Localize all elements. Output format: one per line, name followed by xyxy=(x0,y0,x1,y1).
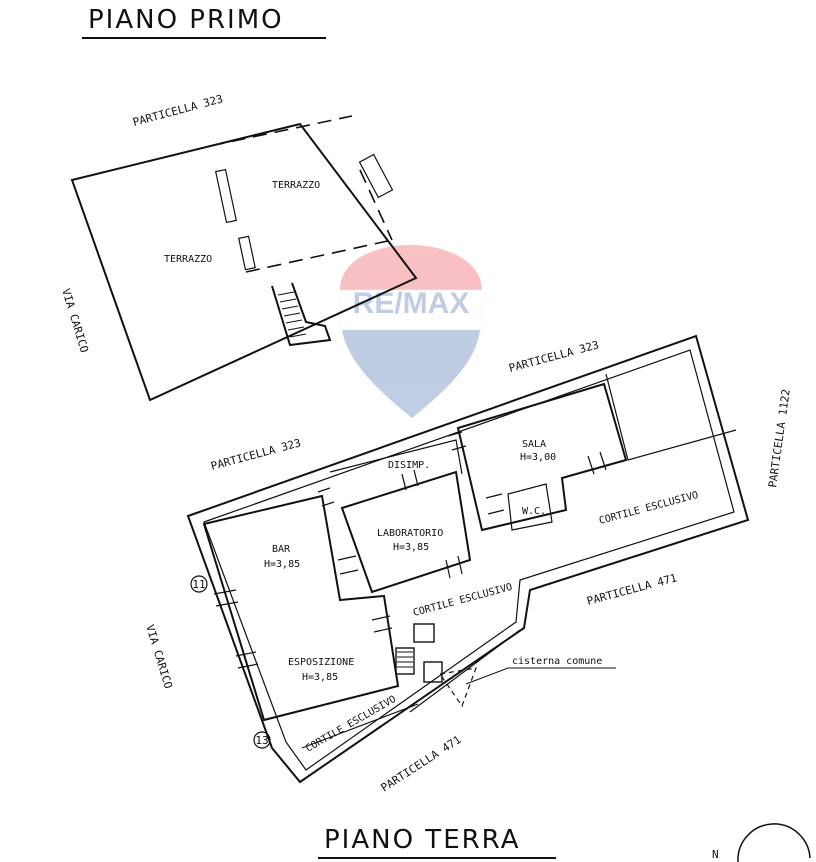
particella-323-lower: PARTICELLA 323 xyxy=(209,436,302,473)
first-floor-via-carico: VIA CARICO xyxy=(59,287,91,354)
cortile-right-label: CORTILE ESCLUSIVO xyxy=(598,490,700,527)
remax-logo-text: RE/MAX xyxy=(353,287,470,320)
ground-floor-stairs xyxy=(395,623,443,683)
room-wc xyxy=(507,483,553,531)
first-floor-outline xyxy=(70,122,418,402)
ground-floor-plan: 11 13 PARTICELLA 323 PARTICELLA 323 PART… xyxy=(143,334,793,795)
room-bar-esposizione xyxy=(202,494,400,722)
laboratorio-height: H=3,85 xyxy=(393,542,429,553)
balloon-blue-band xyxy=(342,330,480,418)
first-floor-title: PIANO PRIMO xyxy=(82,5,326,39)
civic-number-11: 11 xyxy=(190,575,208,593)
bar-label: BAR xyxy=(272,544,291,555)
remax-watermark: RE/MAX xyxy=(339,245,483,418)
north-arrow: N xyxy=(712,823,811,862)
wc-label: W.C. xyxy=(522,506,546,517)
terrace-pillar-1 xyxy=(214,168,238,224)
first-floor-title-text: PIANO PRIMO xyxy=(88,5,284,35)
balloon-white-band xyxy=(339,289,483,331)
cisterna-leader xyxy=(465,667,616,685)
particella-471-right: PARTICELLA 471 xyxy=(585,571,678,608)
civic-number-13: 13 xyxy=(253,731,271,749)
door-marks xyxy=(213,431,607,669)
terrazzo-label-1: TERRAZZO xyxy=(272,180,320,191)
terrace-pillar-3 xyxy=(358,153,394,199)
svg-text:11: 11 xyxy=(192,578,205,591)
ground-floor-via-carico: VIA CARICO xyxy=(143,623,175,690)
sala-height: H=3,00 xyxy=(520,452,556,463)
svg-text:13: 13 xyxy=(255,734,268,747)
terrazzo-label-2: TERRAZZO xyxy=(164,254,212,265)
yard-line-2 xyxy=(301,703,419,749)
room-disimp-wall xyxy=(329,439,463,475)
first-floor-stair-wall xyxy=(271,282,332,347)
terrace-dash-right xyxy=(359,169,393,241)
ground-floor-title-text: PIANO TERRA xyxy=(324,825,520,855)
cisterna-label: cisterna comune xyxy=(512,656,602,667)
north-circle-arc xyxy=(737,823,811,862)
cisterna-outline xyxy=(438,667,477,708)
esposizione-label: ESPOSIZIONE xyxy=(288,657,354,668)
particella-471-bottom: PARTICELLA 471 xyxy=(379,733,464,794)
particella-323-upper: PARTICELLA 323 xyxy=(507,338,600,375)
room-sala xyxy=(456,382,628,532)
disimp-label: DISIMP. xyxy=(388,460,430,471)
terrace-pillar-2 xyxy=(238,235,256,271)
laboratorio-label: LABORATORIO xyxy=(377,528,443,539)
ground-floor-outline xyxy=(186,334,750,784)
particella-1122: PARTICELLA 1122 xyxy=(766,388,793,488)
first-floor-stairs xyxy=(277,291,307,338)
ground-floor-title: PIANO TERRA xyxy=(318,825,556,859)
esposizione-height: H=3,85 xyxy=(302,672,338,683)
terrace-dash-top xyxy=(209,115,353,147)
sala-label: SALA xyxy=(522,439,546,450)
ground-floor-inner-outline xyxy=(203,349,735,771)
cortile-divider xyxy=(605,373,737,461)
yard-line-1 xyxy=(409,629,521,713)
cortile-middle-label: CORTILE ESCLUSIVO xyxy=(412,582,514,619)
first-floor-particella-323: PARTICELLA 323 xyxy=(131,92,224,129)
balloon-red-band xyxy=(340,245,482,290)
terrace-dash-bottom xyxy=(245,239,393,273)
bar-height: H=3,85 xyxy=(264,559,300,570)
north-label: N xyxy=(712,848,719,861)
